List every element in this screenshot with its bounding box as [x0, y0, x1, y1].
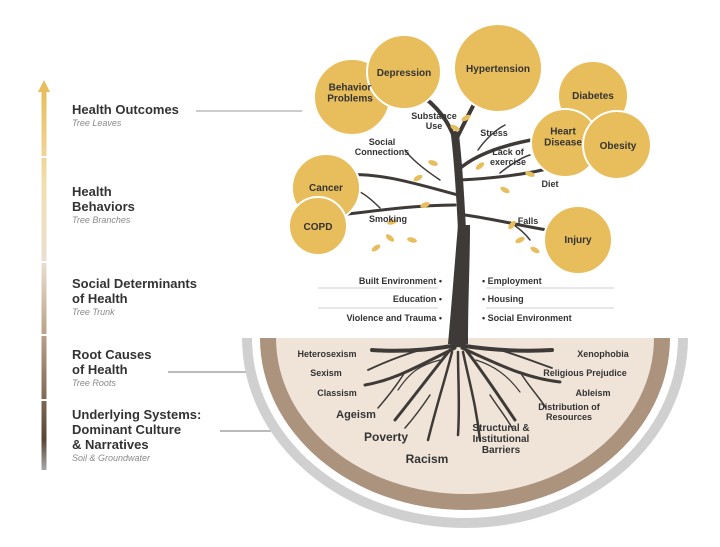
label-diet: Diet [541, 179, 558, 189]
outcome-leaves [288, 23, 652, 275]
level-title: Underlying Systems:Dominant Culture& Nar… [72, 407, 202, 452]
arrow-up-icon [38, 80, 50, 92]
root-racism: Racism [406, 452, 449, 466]
label-stress: Stress [480, 128, 508, 138]
level-subtitle: Tree Leaves [72, 118, 122, 128]
label-depression: Depression [377, 68, 431, 79]
root-ageism: Ageism [336, 409, 376, 421]
root-sexism: Sexism [310, 368, 342, 378]
level-subtitle: Soil & Groundwater [72, 453, 151, 463]
root-classism: Classism [317, 388, 357, 398]
leaf-hypertension [453, 23, 543, 113]
label-obesity: Obesity [600, 141, 637, 152]
determinant-housing: • Housing [482, 294, 524, 304]
root-ableism: Ableism [575, 388, 610, 398]
tree-roots [363, 343, 562, 442]
leaf-obesity [582, 110, 652, 180]
root-poverty: Poverty [364, 430, 408, 444]
soil-ground [242, 338, 688, 528]
determinant-violence-trauma: Violence and Trauma • [346, 313, 442, 323]
determinant-social-environment: • Social Environment [482, 313, 572, 323]
small-leaves [371, 114, 540, 254]
label-hypertension: Hypertension [466, 64, 530, 75]
determinant-education: Education • [393, 294, 442, 304]
root-religious-prejudice: Religious Prejudice [543, 368, 627, 378]
label-smoking: Smoking [369, 214, 407, 224]
level-health-outcomes: Health Outcomes Tree Leaves [72, 102, 179, 128]
level-scale-bar [38, 80, 50, 470]
level-underlying-systems: Underlying Systems:Dominant Culture& Nar… [72, 407, 201, 463]
level-subtitle: Tree Roots [72, 378, 116, 388]
label-injury: Injury [564, 235, 592, 246]
level-subtitle: Tree Trunk [72, 307, 115, 317]
label-diabetes: Diabetes [572, 91, 614, 102]
label-falls: Falls [518, 216, 539, 226]
leaf-depression [366, 34, 442, 110]
level-title: Health Outcomes [72, 102, 179, 117]
label-cancer: Cancer [309, 183, 343, 194]
root-xenophobia: Xenophobia [577, 349, 629, 359]
label-copd: COPD [304, 222, 333, 233]
root-heterosexism: Heterosexism [297, 349, 356, 359]
level-subtitle: Tree Branches [72, 215, 131, 225]
determinant-lines [318, 287, 614, 309]
leaf-copd [288, 196, 348, 256]
leaf-injury [543, 205, 613, 275]
determinant-employment: • Employment [482, 276, 542, 286]
determinant-built-environment: Built Environment • [359, 276, 442, 286]
